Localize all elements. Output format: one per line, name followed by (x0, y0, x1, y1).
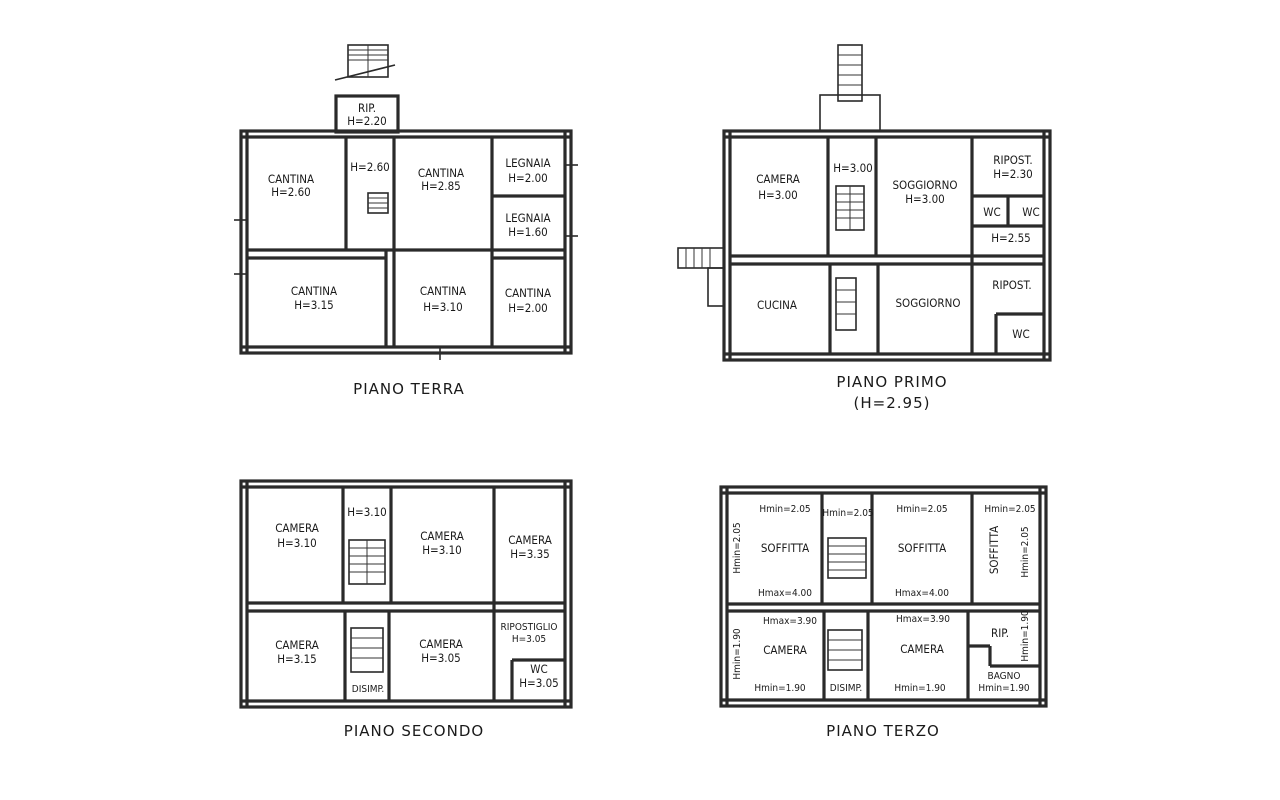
plan-piano-terra: RIP. H=2.20 CANTINA H=2.60 H=2.60 CANTIN… (234, 44, 578, 398)
room-height: H=2.00 (508, 301, 547, 315)
stair-side-primo (677, 247, 725, 307)
room-label: RIPOST. (993, 153, 1032, 167)
room-label: CAMERA (275, 638, 319, 652)
floor-subtitle-primo: (H=2.95) (854, 394, 931, 412)
stair-external-terra (334, 44, 396, 81)
room-height-side: Hmin=1.90 (1020, 610, 1031, 662)
room-height: Hmax=3.90 (763, 616, 817, 627)
room-height: H=2.55 (991, 231, 1030, 245)
room-label: BAGNO (988, 671, 1021, 682)
stair-internal-secondo (348, 539, 386, 673)
room-height: H=3.10 (277, 536, 316, 550)
room-label: CANTINA (418, 166, 464, 180)
room-height: Hmin=2.05 (822, 508, 873, 519)
room-height-max: Hmax=4.00 (758, 588, 812, 599)
floor-title-primo: PIANO PRIMO (836, 373, 947, 391)
room-height: H=3.35 (510, 547, 549, 561)
room-label: CUCINA (757, 298, 797, 312)
room-label: SOGGIORNO (892, 178, 957, 192)
room-label: CAMERA (420, 529, 464, 543)
floor-title-terra: PIANO TERRA (353, 380, 465, 398)
room-label: LEGNAIA (505, 156, 550, 170)
room-height: H=3.10 (423, 300, 462, 314)
plan-piano-secondo: CAMERA H=3.10 H=3.10 CAMERA H=3.10 CAMER… (239, 479, 573, 740)
floor-title-terzo: PIANO TERZO (826, 722, 940, 740)
room-label: CAMERA (275, 521, 319, 535)
room-label: CANTINA (268, 172, 314, 186)
room-height: Hmin=2.05 (984, 504, 1035, 515)
room-height: H=3.10 (422, 543, 461, 557)
room-label: RIP. (991, 626, 1009, 640)
room-label: CAMERA (508, 533, 552, 547)
room-label: RIPOSTIGLIO (501, 622, 558, 633)
room-height: Hmax=3.90 (896, 614, 950, 625)
room-height: H=2.60 (271, 185, 310, 199)
floor-title-secondo: PIANO SECONDO (344, 722, 484, 740)
room-label: LEGNAIA (505, 211, 550, 225)
room-height: H=2.00 (508, 171, 547, 185)
room-label: WC (530, 662, 547, 676)
room-height-side: Hmin=2.05 (1020, 526, 1031, 577)
room-height: H=1.60 (508, 225, 547, 239)
room-height: H=2.30 (993, 167, 1032, 181)
stair-internal-terra (367, 192, 389, 214)
room-label: DISIMP. (352, 684, 384, 695)
room-height-min: Hmin=1.90 (754, 683, 806, 694)
room-label: CANTINA (505, 286, 551, 300)
room-height: H=3.10 (347, 505, 386, 519)
room-label: RIP. (358, 101, 376, 115)
room-label: SOFFITTA (761, 541, 809, 555)
room-label: CANTINA (420, 284, 466, 298)
room-height: H=2.20 (347, 114, 386, 128)
room-height: Hmin=2.05 (896, 504, 947, 515)
room-label: SOFFITTA (898, 541, 946, 555)
room-label: WC (1012, 327, 1029, 341)
room-height: H=3.05 (512, 634, 546, 645)
room-label: CAMERA (900, 642, 944, 656)
room-height: H=3.15 (294, 298, 333, 312)
room-label: SOGGIORNO (895, 296, 960, 310)
room-height: Hmin=2.05 (759, 504, 810, 515)
plan-piano-terzo: Hmin=2.05 SOFFITTA Hmax=4.00 Hmin=2.05 H… (719, 485, 1048, 740)
room-height: H=3.05 (421, 651, 460, 665)
room-height: H=3.00 (833, 161, 872, 175)
room-height: H=3.00 (758, 188, 797, 202)
room-label: CAMERA (419, 637, 463, 651)
room-height-side: Hmin=1.90 (732, 628, 743, 680)
room-label: SOFFITTA (987, 526, 1001, 574)
room-height-max: Hmax=4.00 (895, 588, 949, 599)
room-height: H=3.05 (519, 676, 558, 690)
stair-external-primo (819, 44, 881, 132)
room-height: Hmin=1.90 (978, 683, 1030, 694)
room-label: CAMERA (763, 643, 807, 657)
room-label: CAMERA (756, 172, 800, 186)
room-label: WC (1022, 205, 1039, 219)
room-label: DISIMP. (830, 683, 862, 694)
room-height: H=2.60 (350, 160, 389, 174)
room-label: CANTINA (291, 284, 337, 298)
stair-internal-primo (835, 185, 865, 331)
room-height: H=2.85 (421, 179, 460, 193)
plan-piano-primo: CAMERA H=3.00 H=3.00 SOGGIORNO H=3.00 RI… (677, 44, 1052, 412)
room-height-min: Hmin=1.90 (894, 683, 946, 694)
room-height: H=3.15 (277, 652, 316, 666)
stair-internal-terzo (827, 537, 867, 671)
room-label: WC (983, 205, 1000, 219)
room-height: H=3.00 (905, 192, 944, 206)
room-label: RIPOST. (992, 278, 1031, 292)
room-height-side: Hmin=2.05 (732, 522, 743, 573)
